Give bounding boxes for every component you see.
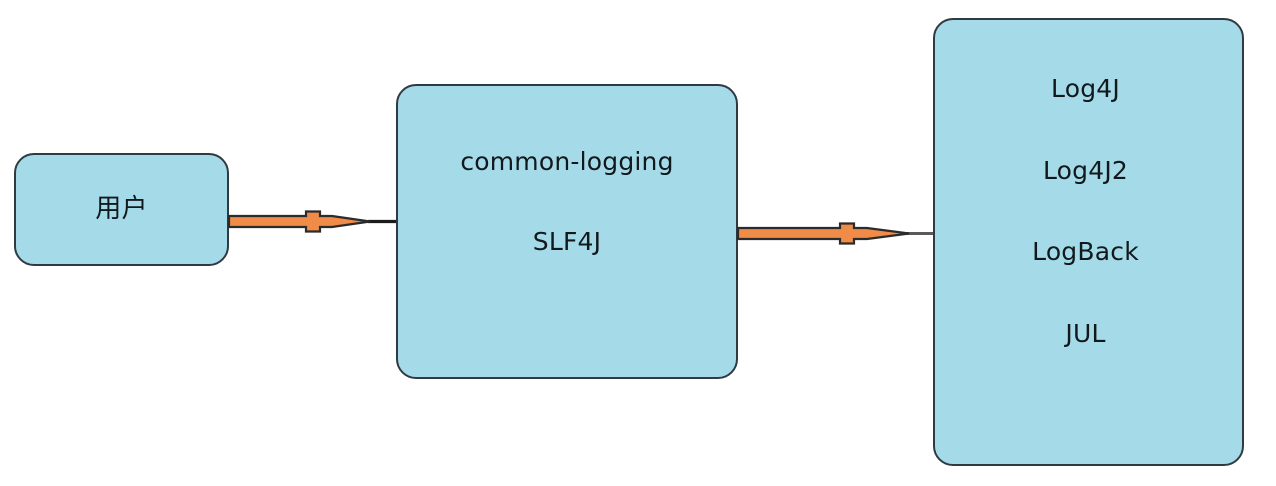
edge-user-to-facade[interactable] [227,206,398,238]
node-impl-label-logback: LogBack [1032,237,1139,266]
node-user[interactable]: 用户 [14,153,229,266]
edge-facade-to-implementations[interactable] [736,218,937,250]
node-implementations[interactable]: Log4J Log4J2 LogBack JUL [933,18,1244,466]
node-facade-label-slf4j: SLF4J [532,226,602,256]
node-impl-label-jul: JUL [1065,318,1106,348]
node-facade-label-common-logging: common-logging [460,147,674,176]
node-impl-label-log4j: Log4J [1051,74,1120,103]
node-impl-label-log4j2: Log4J2 [1042,155,1129,185]
edge-arrow-shaft [736,222,910,245]
edge-arrow-shaft [227,210,371,233]
node-facade[interactable]: common-logging SLF4J [396,84,738,379]
node-user-label: 用户 [95,194,148,225]
